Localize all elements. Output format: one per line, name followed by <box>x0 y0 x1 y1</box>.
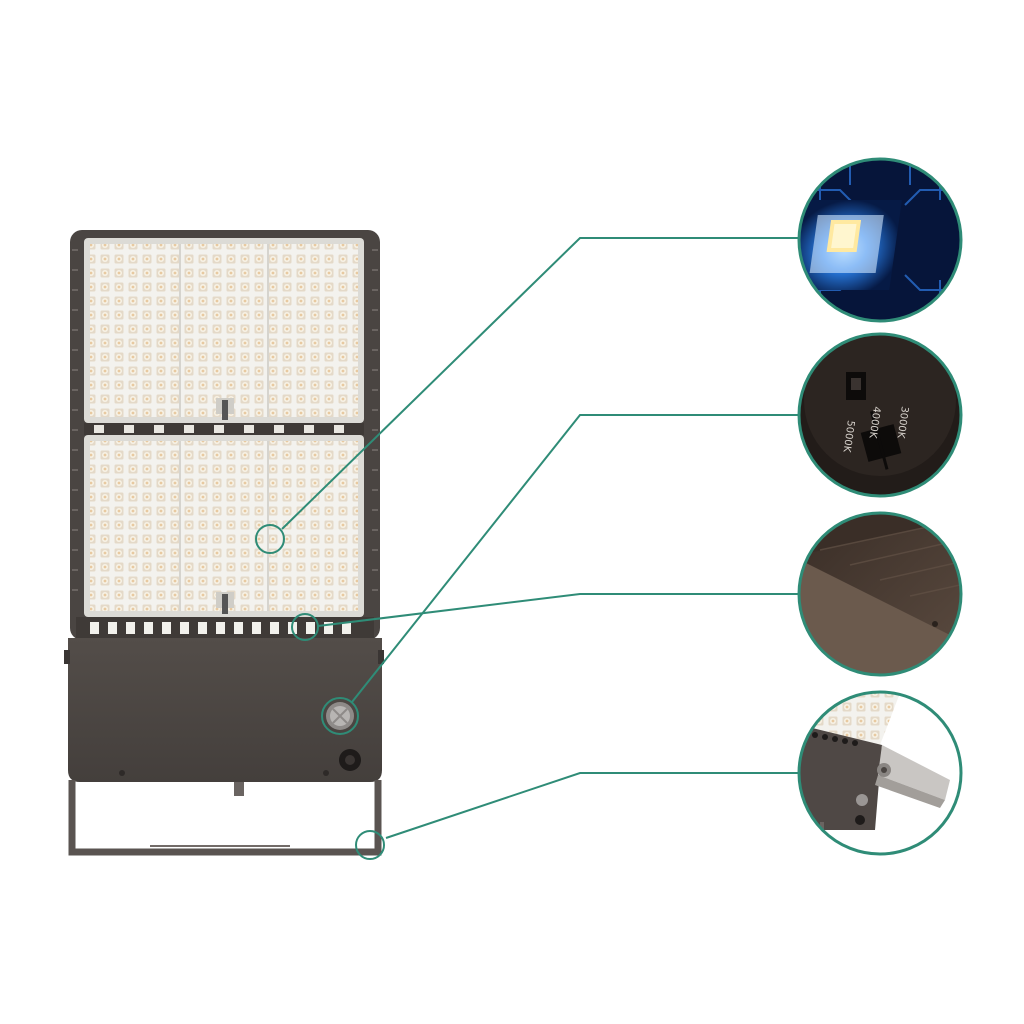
cct-label-3000: 3000K <box>895 406 910 440</box>
led-array-bottom <box>90 441 358 611</box>
callout-marker-chip <box>255 524 285 554</box>
mounting-bracket <box>68 780 382 856</box>
driver-housing <box>68 638 382 782</box>
photocell-sensor <box>326 702 354 730</box>
detail-circle-cct-switch: 3000K 4000K 5000K <box>797 332 963 498</box>
detail-circle-heatsink <box>797 511 963 677</box>
cct-label-5000: 5000K <box>841 420 856 454</box>
cooling-fins <box>72 249 378 591</box>
callout-line-switch <box>351 414 800 703</box>
detail-circle-led-chip <box>797 157 963 323</box>
cct-label-4000: 4000K <box>867 406 882 440</box>
detail-circle-bracket <box>797 690 963 856</box>
callout-marker-switch <box>321 697 359 735</box>
callout-lines <box>255 237 800 860</box>
callout-line-bracket <box>385 772 800 839</box>
callout-line-heatsink <box>317 593 800 627</box>
floodlight-fixture <box>64 230 384 856</box>
callout-line-chip <box>281 237 800 530</box>
callout-marker-heatsink <box>291 613 319 641</box>
cable-gland <box>234 782 244 796</box>
bracket-arm <box>878 745 950 800</box>
callout-marker-bracket <box>355 830 385 860</box>
led-array-top <box>90 244 358 417</box>
cct-switch-knob <box>339 749 361 771</box>
